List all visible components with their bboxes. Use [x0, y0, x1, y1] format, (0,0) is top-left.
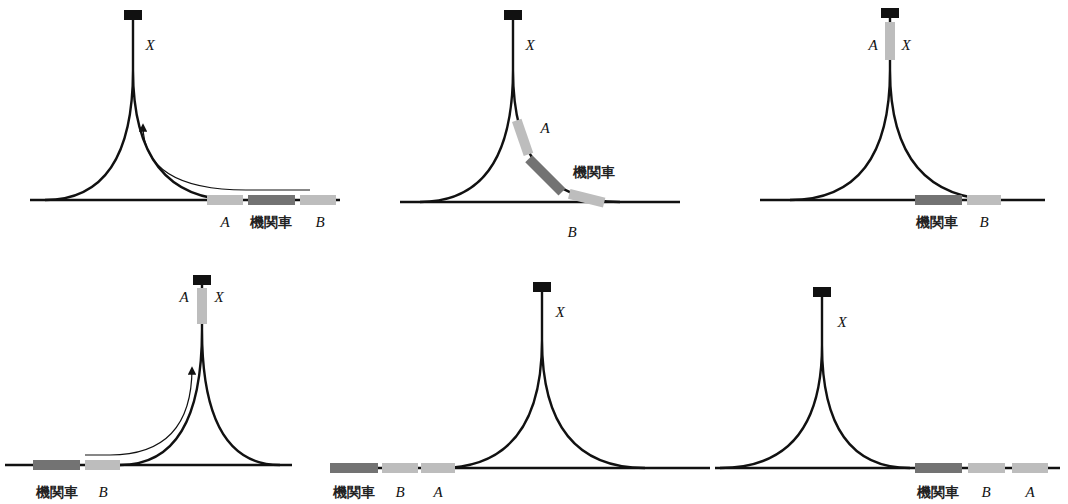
buffer-stop: [124, 10, 142, 20]
spur-track: [120, 285, 280, 465]
rail-car: [968, 463, 1005, 473]
rail-car: [568, 189, 605, 207]
rail-car: [197, 288, 207, 324]
car-letter: B: [981, 485, 990, 500]
car-letter: X: [214, 290, 223, 305]
car-letter: A: [220, 215, 229, 230]
locomotive-label: 機関車: [36, 485, 78, 499]
locomotive-label: 機関車: [250, 215, 292, 229]
car-letter: A: [433, 485, 442, 500]
track-panel: [30, 10, 340, 200]
buffer-stop: [504, 10, 522, 20]
track-panel: [715, 287, 1060, 468]
rail-car: [330, 463, 378, 473]
rail-car: [525, 155, 565, 195]
spur-track: [420, 20, 620, 202]
car-letter: A: [868, 38, 877, 53]
rail-car: [382, 463, 418, 473]
car-letter: B: [567, 225, 576, 240]
car-letter: B: [395, 485, 404, 500]
car-letter: A: [540, 121, 549, 136]
track-panel: [760, 8, 1045, 200]
car-letter: B: [979, 215, 988, 230]
tracks: [5, 8, 1060, 468]
car-letter: B: [98, 485, 107, 500]
rail-car: [915, 463, 962, 473]
rail-car: [85, 460, 120, 470]
spur-track: [45, 20, 236, 200]
main-track: [715, 467, 1060, 469]
rail-car: [885, 22, 895, 60]
motion-arrow: [85, 368, 192, 455]
spur-track: [790, 18, 1000, 200]
rail-car: [248, 195, 295, 205]
buffer-stop: [193, 275, 211, 285]
spur-track: [440, 292, 645, 468]
locomotive-label: 機関車: [916, 215, 958, 229]
main-track: [400, 201, 680, 203]
car-letter: X: [145, 38, 154, 53]
buffer-stop: [533, 282, 551, 292]
car-letter: A: [1025, 485, 1034, 500]
car-letter: A: [179, 290, 188, 305]
locomotive-label: 機関車: [573, 165, 615, 179]
buffer-stop: [813, 287, 831, 297]
rail-car: [512, 119, 533, 156]
car-letter: X: [837, 315, 846, 330]
track-panel: [330, 282, 710, 468]
locomotive-label: 機関車: [917, 485, 959, 499]
track-panel: [5, 275, 292, 465]
rail-car: [1012, 463, 1048, 473]
rail-car: [915, 195, 962, 205]
buffer-stop: [881, 8, 899, 18]
motion-arrows: [85, 125, 310, 455]
rail-car: [207, 195, 243, 205]
car-letter: X: [525, 38, 534, 53]
car-letter: X: [555, 305, 564, 320]
locomotive-label: 機関車: [333, 485, 375, 499]
rail-car: [967, 195, 1001, 205]
rail-car: [300, 195, 336, 205]
car-letter: B: [315, 215, 324, 230]
rail-car: [421, 463, 455, 473]
track-panel: [400, 10, 680, 202]
cars: [33, 22, 1048, 473]
car-letter: X: [901, 38, 910, 53]
motion-arrow: [143, 125, 310, 190]
rail-car: [33, 460, 80, 470]
spur-track: [720, 297, 910, 468]
